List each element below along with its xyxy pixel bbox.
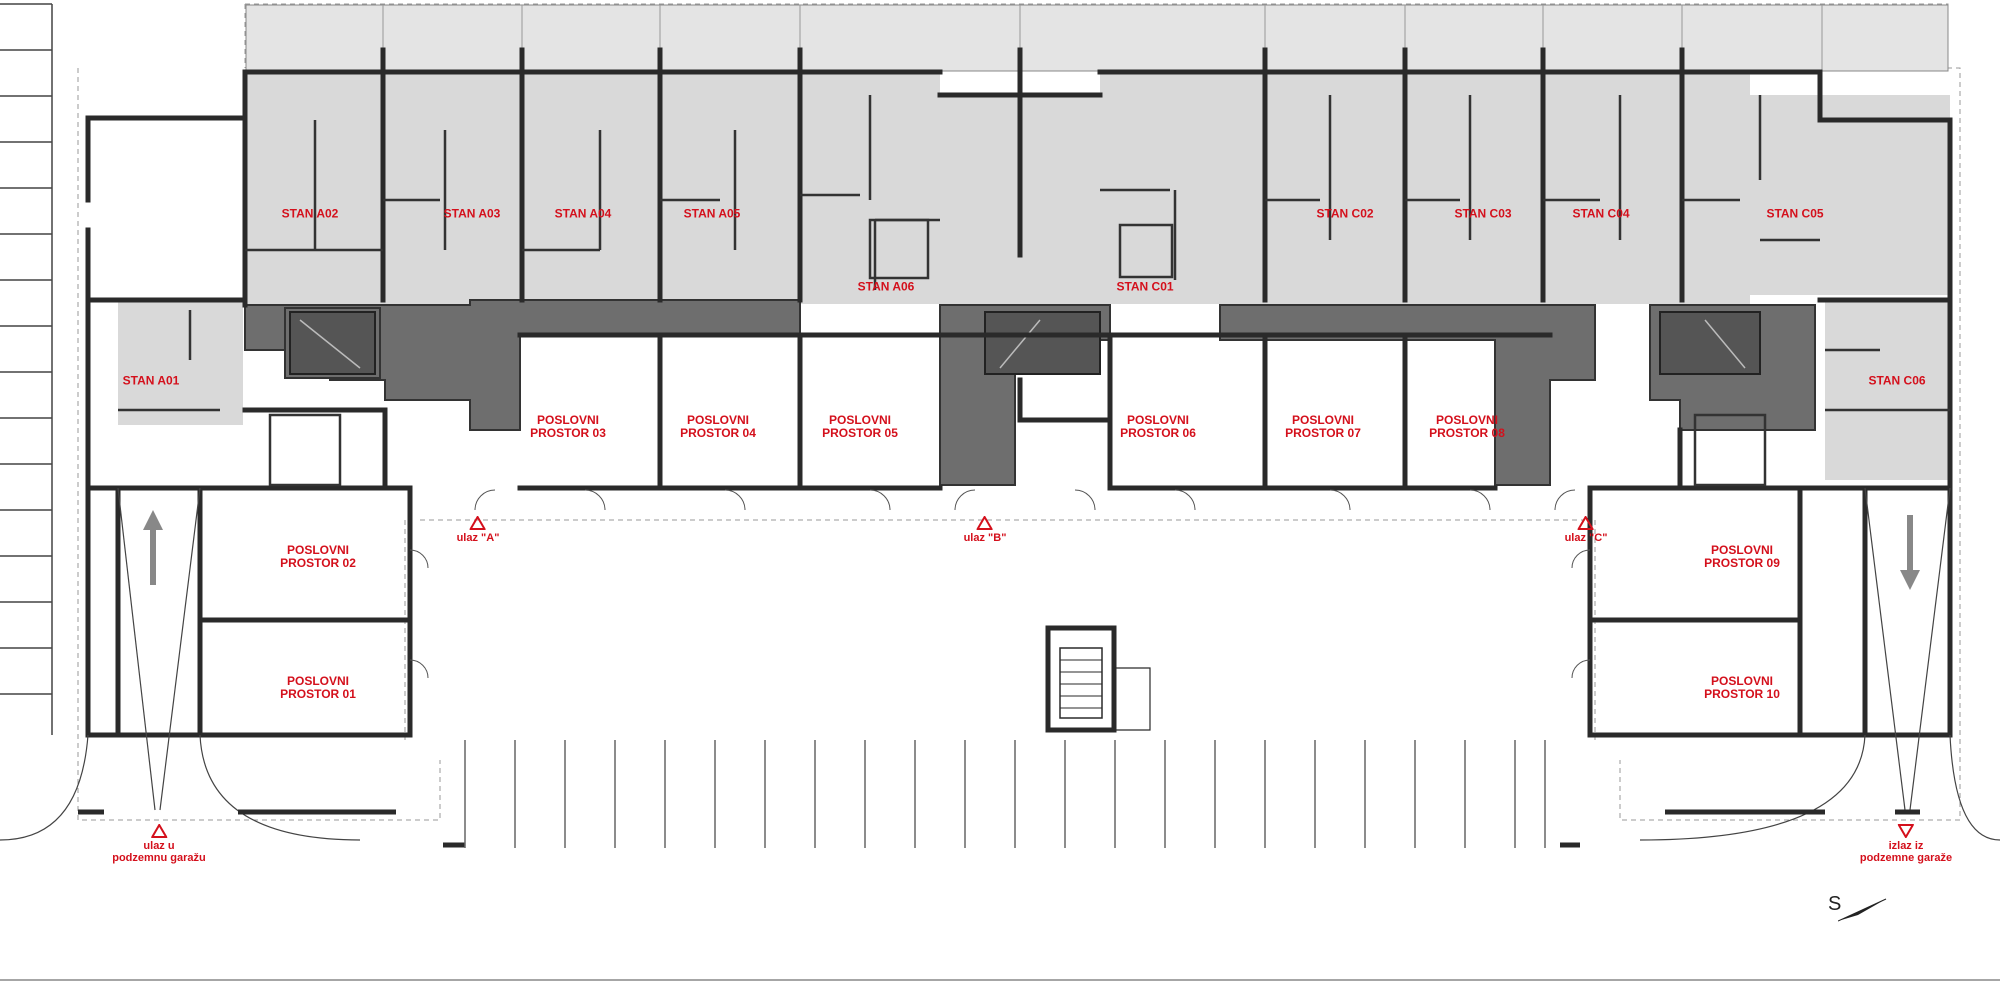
garage-exit: izlaz iz podzemne garaže <box>1860 824 1952 864</box>
entrance-c: ulaz "C" <box>1565 516 1607 544</box>
balcony-strip <box>245 4 1949 72</box>
apartment-label: STAN C04 <box>1572 206 1630 221</box>
central-stair <box>1045 625 1151 733</box>
triangle-up-icon <box>469 516 486 530</box>
compass: S <box>1828 893 1888 925</box>
apartment-label: STAN A05 <box>683 206 741 221</box>
door-swings <box>409 489 1591 679</box>
apartment-label: STAN C06 <box>1868 373 1926 388</box>
apartment-label: STAN C01 <box>1116 279 1174 294</box>
apartment-label: STAN A04 <box>554 206 612 221</box>
entrance-a: ulaz "A" <box>457 516 499 544</box>
arrow-up-icon <box>143 510 163 585</box>
triangle-up-icon <box>1577 516 1594 530</box>
triangle-up-icon <box>150 824 167 838</box>
walls <box>85 47 1953 738</box>
triangle-down-icon <box>1898 824 1914 838</box>
left-parking-stalls <box>0 3 53 735</box>
interior-walls <box>118 95 1950 487</box>
apartment-label: STAN A01 <box>122 373 180 388</box>
apartment-label: STAN A02 <box>281 206 339 221</box>
apartment-label: STAN C02 <box>1316 206 1374 221</box>
garage-ramp-left <box>0 487 361 841</box>
apartment-zones <box>118 72 1950 480</box>
parking-stalls <box>464 740 1546 848</box>
garage-ramp-right <box>1639 487 2000 841</box>
entrance-b: ulaz "B" <box>964 516 1006 544</box>
compass-letter: S <box>1828 893 1842 915</box>
triangle-up-icon <box>976 516 993 530</box>
apartment-label: STAN A03 <box>443 206 501 221</box>
apartment-label: STAN C05 <box>1766 206 1824 221</box>
apartment-label: STAN A06 <box>857 279 915 294</box>
apartment-label: STAN C03 <box>1454 206 1512 221</box>
compass-arrow-icon <box>1838 898 1887 922</box>
arrow-down-icon <box>1900 515 1920 590</box>
garage-entrance: ulaz u podzemnu garažu <box>112 824 206 864</box>
